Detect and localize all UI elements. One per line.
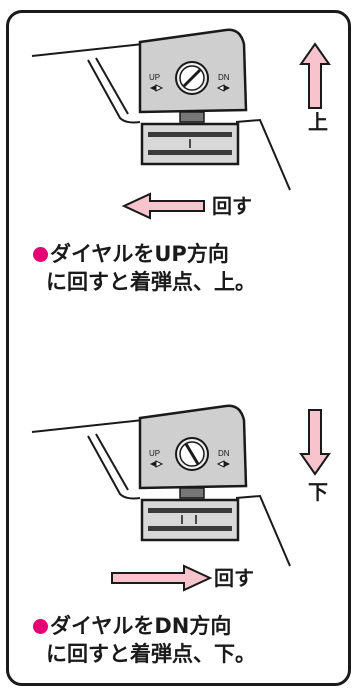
right-arrow-icon [111, 564, 213, 592]
caption-line-1: ダイヤルをUP方向 [50, 242, 229, 266]
svg-text:UP: UP [149, 73, 160, 82]
left-arrow-icon [121, 192, 205, 220]
down-arrow-icon [299, 409, 331, 476]
caption-line-2: に回すと着弾点、上。 [46, 270, 256, 294]
adjustment-wheel-icon [140, 122, 240, 166]
direction-label-up: 上 [308, 110, 328, 134]
elevation-dial-icon [175, 437, 209, 471]
turn-label-1: 回す [212, 194, 252, 218]
direction-label-down: 下 [308, 480, 328, 504]
svg-text:DN: DN [218, 449, 230, 458]
caption-line-1: ダイヤルをDN方向 [50, 614, 232, 638]
turn-label-2: 回す [214, 566, 254, 590]
dn-mark: DN [216, 449, 230, 468]
svg-text:UP: UP [149, 449, 160, 458]
elevation-dial-icon [175, 61, 209, 95]
bullet-icon [33, 247, 48, 262]
caption-line-2: に回すと着弾点、下。 [46, 642, 256, 666]
up-arrow-icon [299, 42, 331, 109]
up-mark: UP [149, 73, 164, 92]
caption-panel-1: ダイヤルをUP方向 に回すと着弾点、上。 [33, 240, 343, 296]
caption-panel-2: ダイヤルをDN方向 に回すと着弾点、下。 [33, 612, 343, 668]
bullet-icon [33, 619, 48, 634]
up-mark: UP [149, 449, 164, 468]
adjustment-wheel-icon [140, 498, 240, 542]
svg-text:DN: DN [218, 73, 230, 82]
dn-mark: DN [216, 73, 230, 92]
